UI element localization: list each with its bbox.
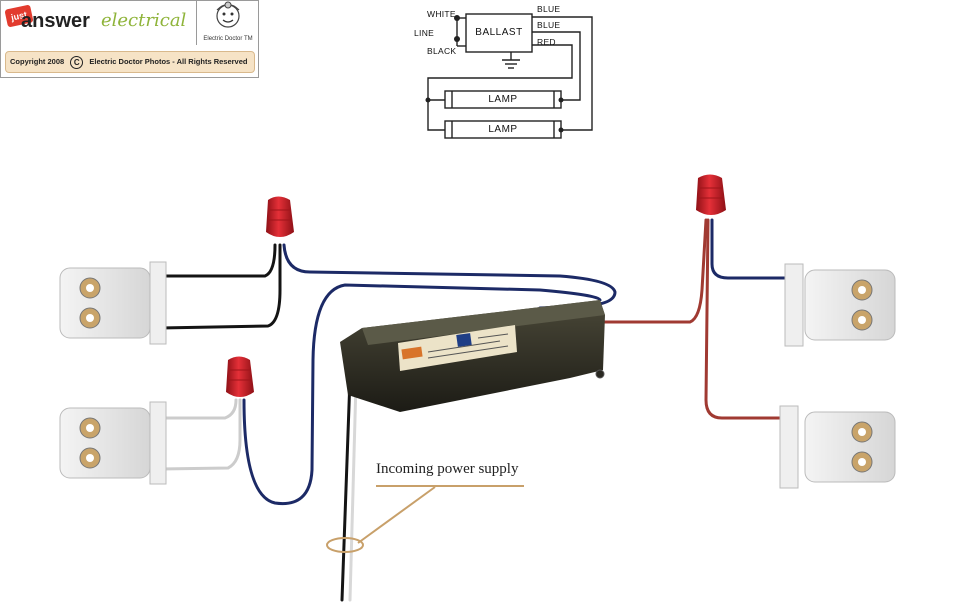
label-line: LINE — [414, 28, 435, 38]
callout-leader — [357, 486, 436, 544]
red-wire-to-nut — [583, 218, 708, 324]
logo-electrical-text: electrical — [101, 10, 187, 31]
red-wire-right-lower — [704, 218, 787, 420]
doctor-mascot-icon — [216, 1, 240, 28]
label-blue-1: BLUE — [537, 4, 561, 14]
incoming-power-supply-label: Incoming power supply — [376, 461, 519, 477]
label-lamp-2: LAMP — [488, 124, 518, 135]
white-wire-lower — [158, 398, 242, 471]
logo-answer-text: answer — [21, 10, 90, 32]
ballast-brand-icon — [456, 333, 472, 347]
copyright-text: Electric Doctor Photos - All Rights Rese… — [89, 57, 248, 66]
wire-nut-top-left — [266, 196, 294, 237]
lamp-socket-bottom-left — [59, 401, 167, 485]
blue-wire-to-ballast-top — [282, 243, 617, 310]
brand-logo: just answer electrical Electric Doctor T… — [0, 0, 259, 78]
electric-doctor-mascot: Electric Doctor TM — [198, 1, 258, 45]
black-wire-lower — [158, 243, 282, 330]
blue-wire-loop — [242, 283, 602, 506]
lamp-socket-top-left — [59, 261, 167, 345]
copyright-year: Copyright 2008 — [10, 57, 65, 66]
ballast-unit — [340, 300, 605, 412]
label-white: WHITE — [427, 9, 456, 19]
lamp-socket-top-right — [784, 263, 896, 347]
wire-nut-right — [696, 174, 726, 215]
terminal-dot-white — [454, 15, 460, 21]
blue-wire-right-upper — [710, 218, 792, 280]
copyright-icon: C — [70, 55, 84, 69]
black-wire-upper — [163, 243, 277, 278]
terminal-dot-line — [454, 36, 460, 42]
lamp-socket-bottom-right — [779, 405, 896, 489]
wire-nut-bottom-left — [226, 356, 254, 397]
label-black: BLACK — [427, 46, 457, 56]
supply-white-wire — [348, 380, 358, 602]
doctor-label: Electric Doctor TM — [203, 36, 253, 42]
copyright-banner: Copyright 2008 C Electric Doctor Photos … — [5, 51, 255, 73]
label-blue-2: BLUE — [537, 20, 561, 30]
label-lamp-1: LAMP — [488, 94, 518, 105]
callout-ring — [326, 537, 364, 553]
ballast-box-schematic — [465, 13, 533, 53]
white-wire-upper — [163, 398, 238, 420]
label-red: RED — [537, 37, 556, 47]
brand-logo-top: just answer electrical — [1, 1, 197, 45]
supply-black-wire — [340, 376, 352, 602]
label-ballast: BALLAST — [475, 27, 523, 38]
